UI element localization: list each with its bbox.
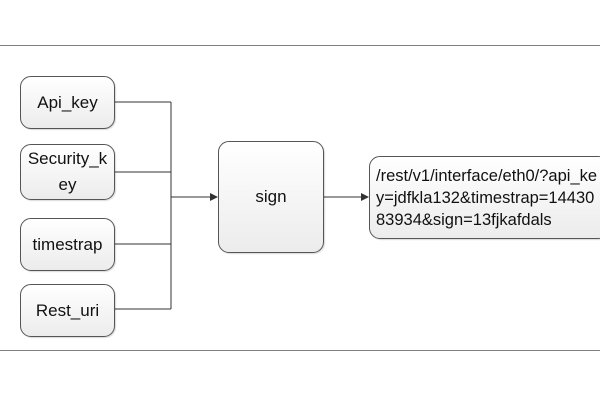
diagram-frame bbox=[0, 45, 600, 351]
node-security-key: Security_key bbox=[20, 144, 115, 200]
node-output-url: /rest/v1/interface/eth0/?api_key=jdfkla1… bbox=[369, 156, 600, 239]
node-api-key-label: Api_key bbox=[37, 92, 98, 112]
node-rest-uri: Rest_uri bbox=[20, 284, 115, 337]
node-timestrap: timestrap bbox=[20, 218, 115, 271]
node-security-key-label: Security_key bbox=[27, 149, 108, 194]
node-sign-label: sign bbox=[255, 187, 287, 206]
node-output-url-label: /rest/v1/interface/eth0/?api_key=jdfkla1… bbox=[376, 166, 598, 229]
node-api-key: Api_key bbox=[20, 76, 115, 129]
node-sign: sign bbox=[218, 141, 324, 253]
node-rest-uri-label: Rest_uri bbox=[35, 300, 100, 320]
node-timestrap-label: timestrap bbox=[32, 234, 103, 254]
